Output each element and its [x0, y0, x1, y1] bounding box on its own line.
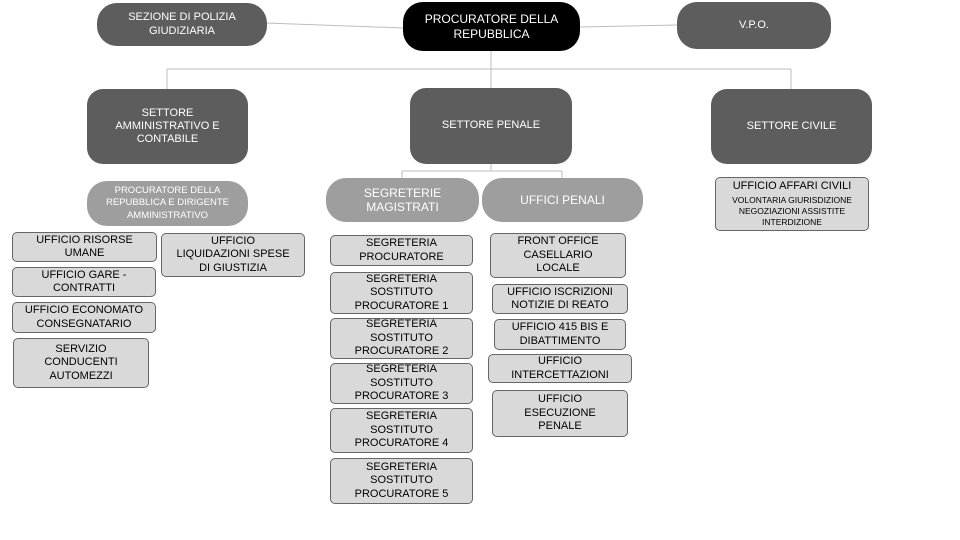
node-segreteria-procuratore: SEGRETERIA PROCURATORE: [330, 235, 473, 266]
node-ufficio-economato: UFFICIO ECONOMATO CONSEGNATARIO: [12, 302, 156, 333]
affari-civili-detail-negoziazioni: NEGOZIAZIONI ASSISTITE: [738, 205, 846, 216]
node-front-office-casellario: FRONT OFFICE CASELLARIO LOCALE: [490, 233, 626, 278]
affari-civili-detail-interdizione: INTERDIZIONE: [762, 216, 822, 227]
node-ufficio-415-bis: UFFICIO 415 BIS E DIBATTIMENTO: [494, 319, 626, 350]
node-settore-penale: SETTORE PENALE: [410, 88, 572, 164]
node-ufficio-risorse-umane: UFFICIO RISORSE UMANE: [12, 232, 157, 262]
node-segreterie-magistrati: SEGRETERIE MAGISTRATI: [326, 178, 479, 222]
node-ufficio-intercettazioni: UFFICIO INTERCETTAZIONI: [488, 354, 632, 383]
node-vpo: V.P.O.: [677, 2, 831, 49]
node-ufficio-gare-contratti: UFFICIO GARE - CONTRATTI: [12, 267, 156, 297]
affari-civili-title: UFFICIO AFFARI CIVILI: [732, 180, 852, 193]
node-uffici-penali: UFFICI PENALI: [482, 178, 643, 222]
affari-civili-detail-volontaria: VOLONTARIA GIURISDIZIONE: [732, 194, 852, 205]
node-procuratore-repubblica: PROCURATORE DELLA REPUBBLICA: [403, 2, 580, 51]
node-ufficio-liquidazioni: UFFICIO LIQUIDAZIONI SPESE DI GIUSTIZIA: [161, 233, 305, 277]
node-ufficio-esecuzione-penale: UFFICIO ESECUZIONE PENALE: [492, 390, 628, 437]
node-segreteria-sostituto-3: SEGRETERIA SOSTITUTO PROCURATORE 3: [330, 363, 473, 404]
node-settore-amministrativo: SETTORE AMMINISTRATIVO E CONTABILE: [87, 89, 248, 164]
node-ufficio-iscrizioni: UFFICIO ISCRIZIONI NOTIZIE DI REATO: [492, 284, 628, 314]
node-sezione-polizia-giudiziaria: SEZIONE DI POLIZIA GIUDIZIARIA: [97, 3, 267, 46]
node-settore-civile: SETTORE CIVILE: [711, 89, 872, 164]
node-ufficio-affari-civili: UFFICIO AFFARI CIVILI VOLONTARIA GIURISD…: [715, 177, 869, 231]
node-procuratore-dirigente-amministrativo: PROCURATORE DELLA REPUBBLICA E DIRIGENTE…: [87, 181, 248, 226]
node-segreteria-sostituto-1: SEGRETERIA SOSTITUTO PROCURATORE 1: [330, 272, 473, 314]
node-servizio-conducenti: SERVIZIO CONDUCENTI AUTOMEZZI: [13, 338, 149, 388]
node-segreteria-sostituto-2: SEGRETERIA SOSTITUTO PROCURATORE 2: [330, 318, 473, 359]
node-segreteria-sostituto-4: SEGRETERIA SOSTITUTO PROCURATORE 4: [330, 408, 473, 453]
node-segreteria-sostituto-5: SEGRETERIA SOSTITUTO PROCURATORE 5: [330, 458, 473, 504]
